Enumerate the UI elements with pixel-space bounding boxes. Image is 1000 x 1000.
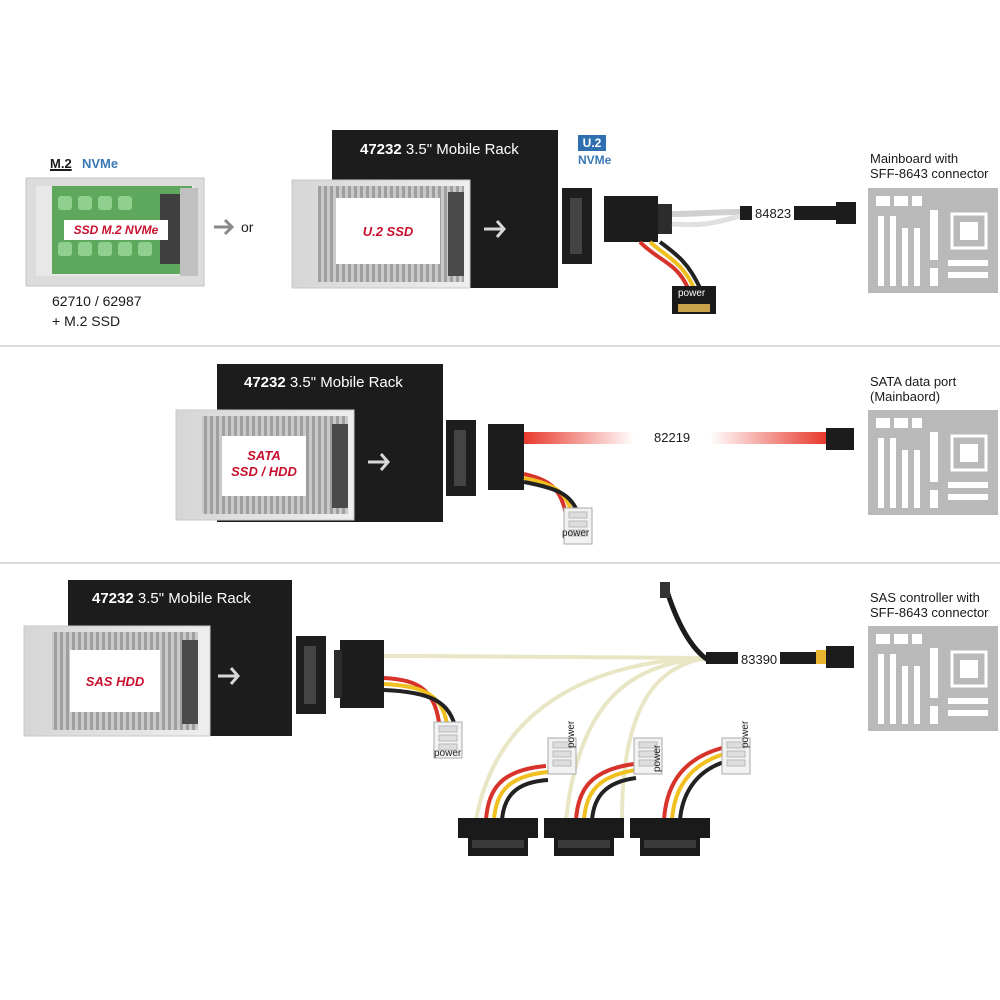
- power-label: power: [678, 288, 706, 299]
- target-line2: SFF-8643 connector: [870, 605, 989, 620]
- drive-label: SAS HDD: [85, 674, 145, 689]
- section-mid: [175, 364, 1000, 545]
- controller-board-icon: [866, 624, 1000, 733]
- target-line1: SATA data port: [870, 374, 957, 389]
- m2-card-label: SSD M.2 NVMe: [73, 223, 159, 237]
- adapter-models: 62710 / 62987: [52, 293, 142, 309]
- insert-arrow-icon: [484, 220, 506, 238]
- plus-m2-ssd: + M.2 SSD: [52, 313, 121, 329]
- sff-8643-plug: [836, 202, 856, 224]
- m2-adapter: [25, 177, 205, 287]
- sata-power-connector-2: [544, 737, 663, 856]
- sas-fanout-cable: [383, 582, 854, 821]
- or-text: or: [241, 219, 254, 235]
- u2-cable-plug: [604, 196, 741, 314]
- drive-caddy: [291, 179, 471, 289]
- power-label: power: [566, 720, 577, 748]
- m2-logo: M.2: [50, 156, 72, 171]
- sata-data-plug: [826, 428, 854, 450]
- mainboard-icon: [866, 408, 1000, 517]
- target-line1: SAS controller with: [870, 590, 980, 605]
- power-label: power: [434, 748, 462, 759]
- rack-title: 47232 3.5" Mobile Rack: [244, 374, 403, 391]
- rack-title: 47232 3.5" Mobile Rack: [92, 590, 251, 607]
- section-top: [25, 130, 1000, 314]
- power-label: power: [740, 720, 751, 748]
- insert-arrow-icon: [368, 453, 390, 471]
- drive-caddy: [175, 409, 355, 521]
- target-line1: Mainboard with: [870, 151, 959, 166]
- nvme-logo: NVMe: [82, 156, 119, 171]
- target-line2: SFF-8643 connector: [870, 166, 989, 181]
- sata-cable-82219: [524, 432, 634, 444]
- mainboard-icon: [866, 186, 1000, 295]
- drive-caddy: [23, 625, 211, 737]
- arrow-right-icon: [214, 218, 235, 236]
- rack-title: 47232 3.5" Mobile Rack: [360, 141, 519, 158]
- sata-power-connector-3: [630, 737, 751, 856]
- cable-number: 83390: [738, 652, 781, 667]
- section-bottom: [23, 580, 1000, 856]
- power-label: power: [652, 744, 663, 772]
- sas-plug-power: [334, 640, 463, 759]
- u2-nvme-logo: NVMe: [578, 153, 612, 167]
- power-label: power: [562, 528, 590, 539]
- cable-number: 82219: [651, 430, 694, 445]
- drive-label: U.2 SSD: [362, 224, 414, 239]
- cable-number: 84823: [752, 206, 795, 221]
- u2-logo: U.2: [578, 135, 606, 151]
- target-line2: (Mainbaord): [870, 389, 941, 404]
- drive-label: SATA SSD / HDD: [231, 448, 297, 479]
- insert-arrow-icon: [218, 667, 240, 685]
- sata-power-connector-1: [458, 737, 577, 856]
